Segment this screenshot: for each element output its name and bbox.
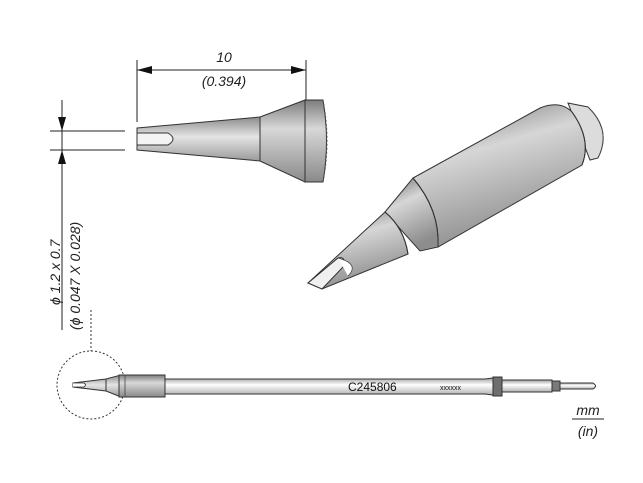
arrow-up-icon [58, 150, 66, 164]
serial-placeholder: xxxxxx [440, 385, 462, 392]
small-band [551, 380, 561, 392]
length-dimension-in: (0.394) [202, 73, 246, 89]
full-cartridge-view: C245806 xxxxxx [56, 310, 596, 420]
length-dimension-mm: 10 [216, 49, 232, 65]
arrow-down-icon [58, 117, 66, 131]
tip-side-profile-view: 10 (0.394) [136, 49, 328, 183]
unit-in: (in) [578, 423, 598, 439]
unit-mm: mm [576, 402, 600, 418]
tip-dimension-in: (ϕ 0.047 X 0.028) [67, 222, 83, 330]
arrow-right-icon [291, 66, 306, 74]
tip-dimension: ϕ 1.2 x 0.7 (ϕ 0.047 X 0.028) [47, 100, 125, 330]
units-legend: mm (in) [572, 402, 604, 439]
dark-band [492, 376, 503, 397]
part-number-label: C245806 [348, 380, 397, 394]
tip-dimension-mm: ϕ 1.2 x 0.7 [47, 238, 63, 305]
arrow-left-icon [137, 66, 152, 74]
tip-isometric-view [307, 102, 604, 290]
